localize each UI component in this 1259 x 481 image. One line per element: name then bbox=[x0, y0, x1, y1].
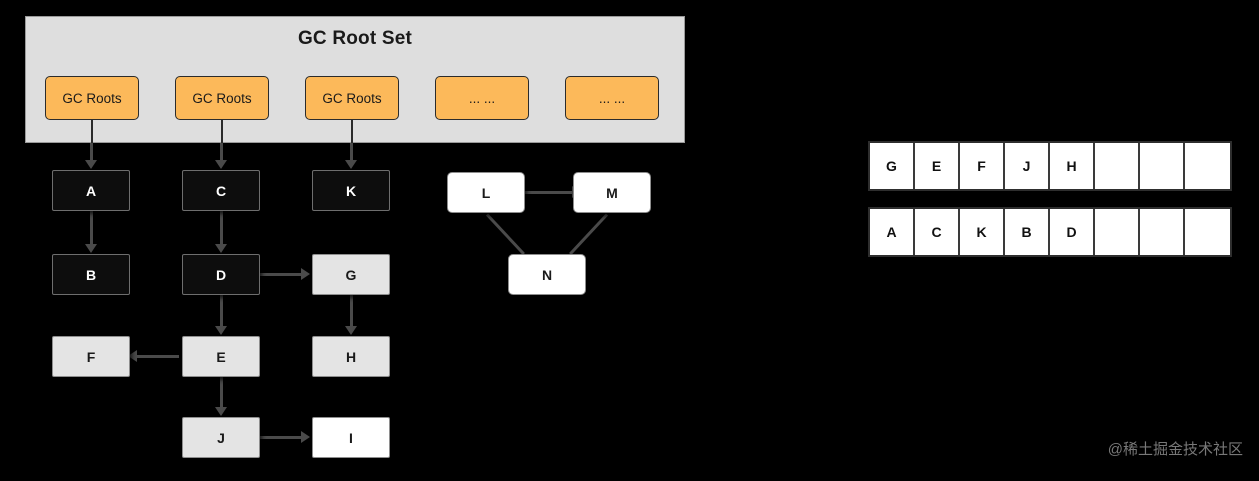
arrowhead-a-b bbox=[85, 244, 97, 253]
edge-l-m bbox=[521, 191, 577, 194]
gc-root-set-container: GC Root Set GC Roots GC Roots GC Roots .… bbox=[25, 16, 685, 144]
gc-roots-ellipsis-box-2[interactable]: ... ... bbox=[565, 76, 659, 120]
arrowhead-e-f bbox=[128, 350, 137, 362]
table-cell[interactable]: B bbox=[1005, 209, 1050, 255]
edge-e-j bbox=[220, 377, 223, 408]
table-cell[interactable]: D bbox=[1050, 209, 1095, 255]
root-edge-to-a bbox=[90, 143, 93, 162]
root-stem-1 bbox=[91, 120, 93, 144]
arrowhead-d-g bbox=[301, 268, 310, 280]
table-cell[interactable]: F bbox=[960, 143, 1005, 189]
table-cell[interactable]: G bbox=[870, 143, 915, 189]
arrowhead-j-i bbox=[301, 431, 310, 443]
edge-m-n bbox=[569, 213, 609, 256]
table-cell[interactable]: A bbox=[870, 209, 915, 255]
gc-roots-box-2[interactable]: GC Roots bbox=[175, 76, 269, 120]
graph-node-c[interactable]: C bbox=[182, 170, 260, 211]
graph-node-k[interactable]: K bbox=[312, 170, 390, 211]
gc-roots-box-3[interactable]: GC Roots bbox=[305, 76, 399, 120]
edge-c-d bbox=[220, 211, 223, 245]
table-cell[interactable] bbox=[1185, 143, 1230, 189]
root-edge-to-k bbox=[350, 143, 353, 162]
table-cell[interactable] bbox=[1140, 209, 1185, 255]
edge-a-b bbox=[90, 211, 93, 245]
gc-roots-box-1[interactable]: GC Roots bbox=[45, 76, 139, 120]
arrowhead-to-k bbox=[345, 160, 357, 169]
table-cell[interactable] bbox=[1095, 209, 1140, 255]
arrowhead-to-c bbox=[215, 160, 227, 169]
arrowhead-c-d bbox=[215, 244, 227, 253]
graph-node-f[interactable]: F bbox=[52, 336, 130, 377]
root-stem-2 bbox=[221, 120, 223, 144]
table-cell[interactable]: K bbox=[960, 209, 1005, 255]
edge-j-i bbox=[260, 436, 304, 439]
graph-node-j[interactable]: J bbox=[182, 417, 260, 458]
graph-node-b[interactable]: B bbox=[52, 254, 130, 295]
edge-g-h bbox=[350, 295, 353, 327]
root-stem-3 bbox=[351, 120, 353, 144]
graph-node-d[interactable]: D bbox=[182, 254, 260, 295]
arrowhead-d-e bbox=[215, 326, 227, 335]
graph-node-n[interactable]: N bbox=[508, 254, 586, 295]
edge-e-f bbox=[133, 355, 179, 358]
table-cell[interactable]: E bbox=[915, 143, 960, 189]
root-edge-to-c bbox=[220, 143, 223, 162]
graph-node-m[interactable]: M bbox=[573, 172, 651, 213]
watermark: @稀土掘金技术社区 bbox=[1107, 441, 1243, 458]
table-cell[interactable]: H bbox=[1050, 143, 1095, 189]
arrowhead-e-j bbox=[215, 407, 227, 416]
arrowhead-to-a bbox=[85, 160, 97, 169]
graph-node-i[interactable]: I bbox=[312, 417, 390, 458]
graph-node-a[interactable]: A bbox=[52, 170, 130, 211]
graph-node-g[interactable]: G bbox=[312, 254, 390, 295]
table-cell[interactable]: C bbox=[915, 209, 960, 255]
graph-node-h[interactable]: H bbox=[312, 336, 390, 377]
graph-node-l[interactable]: L bbox=[447, 172, 525, 213]
gc-roots-ellipsis-box-1[interactable]: ... ... bbox=[435, 76, 529, 120]
arrowhead-g-h bbox=[345, 326, 357, 335]
table-cell[interactable]: J bbox=[1005, 143, 1050, 189]
graph-node-e[interactable]: E bbox=[182, 336, 260, 377]
edge-l-n bbox=[485, 213, 525, 256]
edge-d-g bbox=[260, 273, 304, 276]
table-cell[interactable] bbox=[1140, 143, 1185, 189]
edge-d-e bbox=[220, 295, 223, 327]
table-cell[interactable] bbox=[1185, 209, 1230, 255]
table-cell[interactable] bbox=[1095, 143, 1140, 189]
scanned-row-table: A C K B D bbox=[868, 207, 1232, 257]
reachable-row-table: G E F J H bbox=[868, 141, 1232, 191]
gc-root-set-title: GC Root Set bbox=[297, 28, 413, 49]
